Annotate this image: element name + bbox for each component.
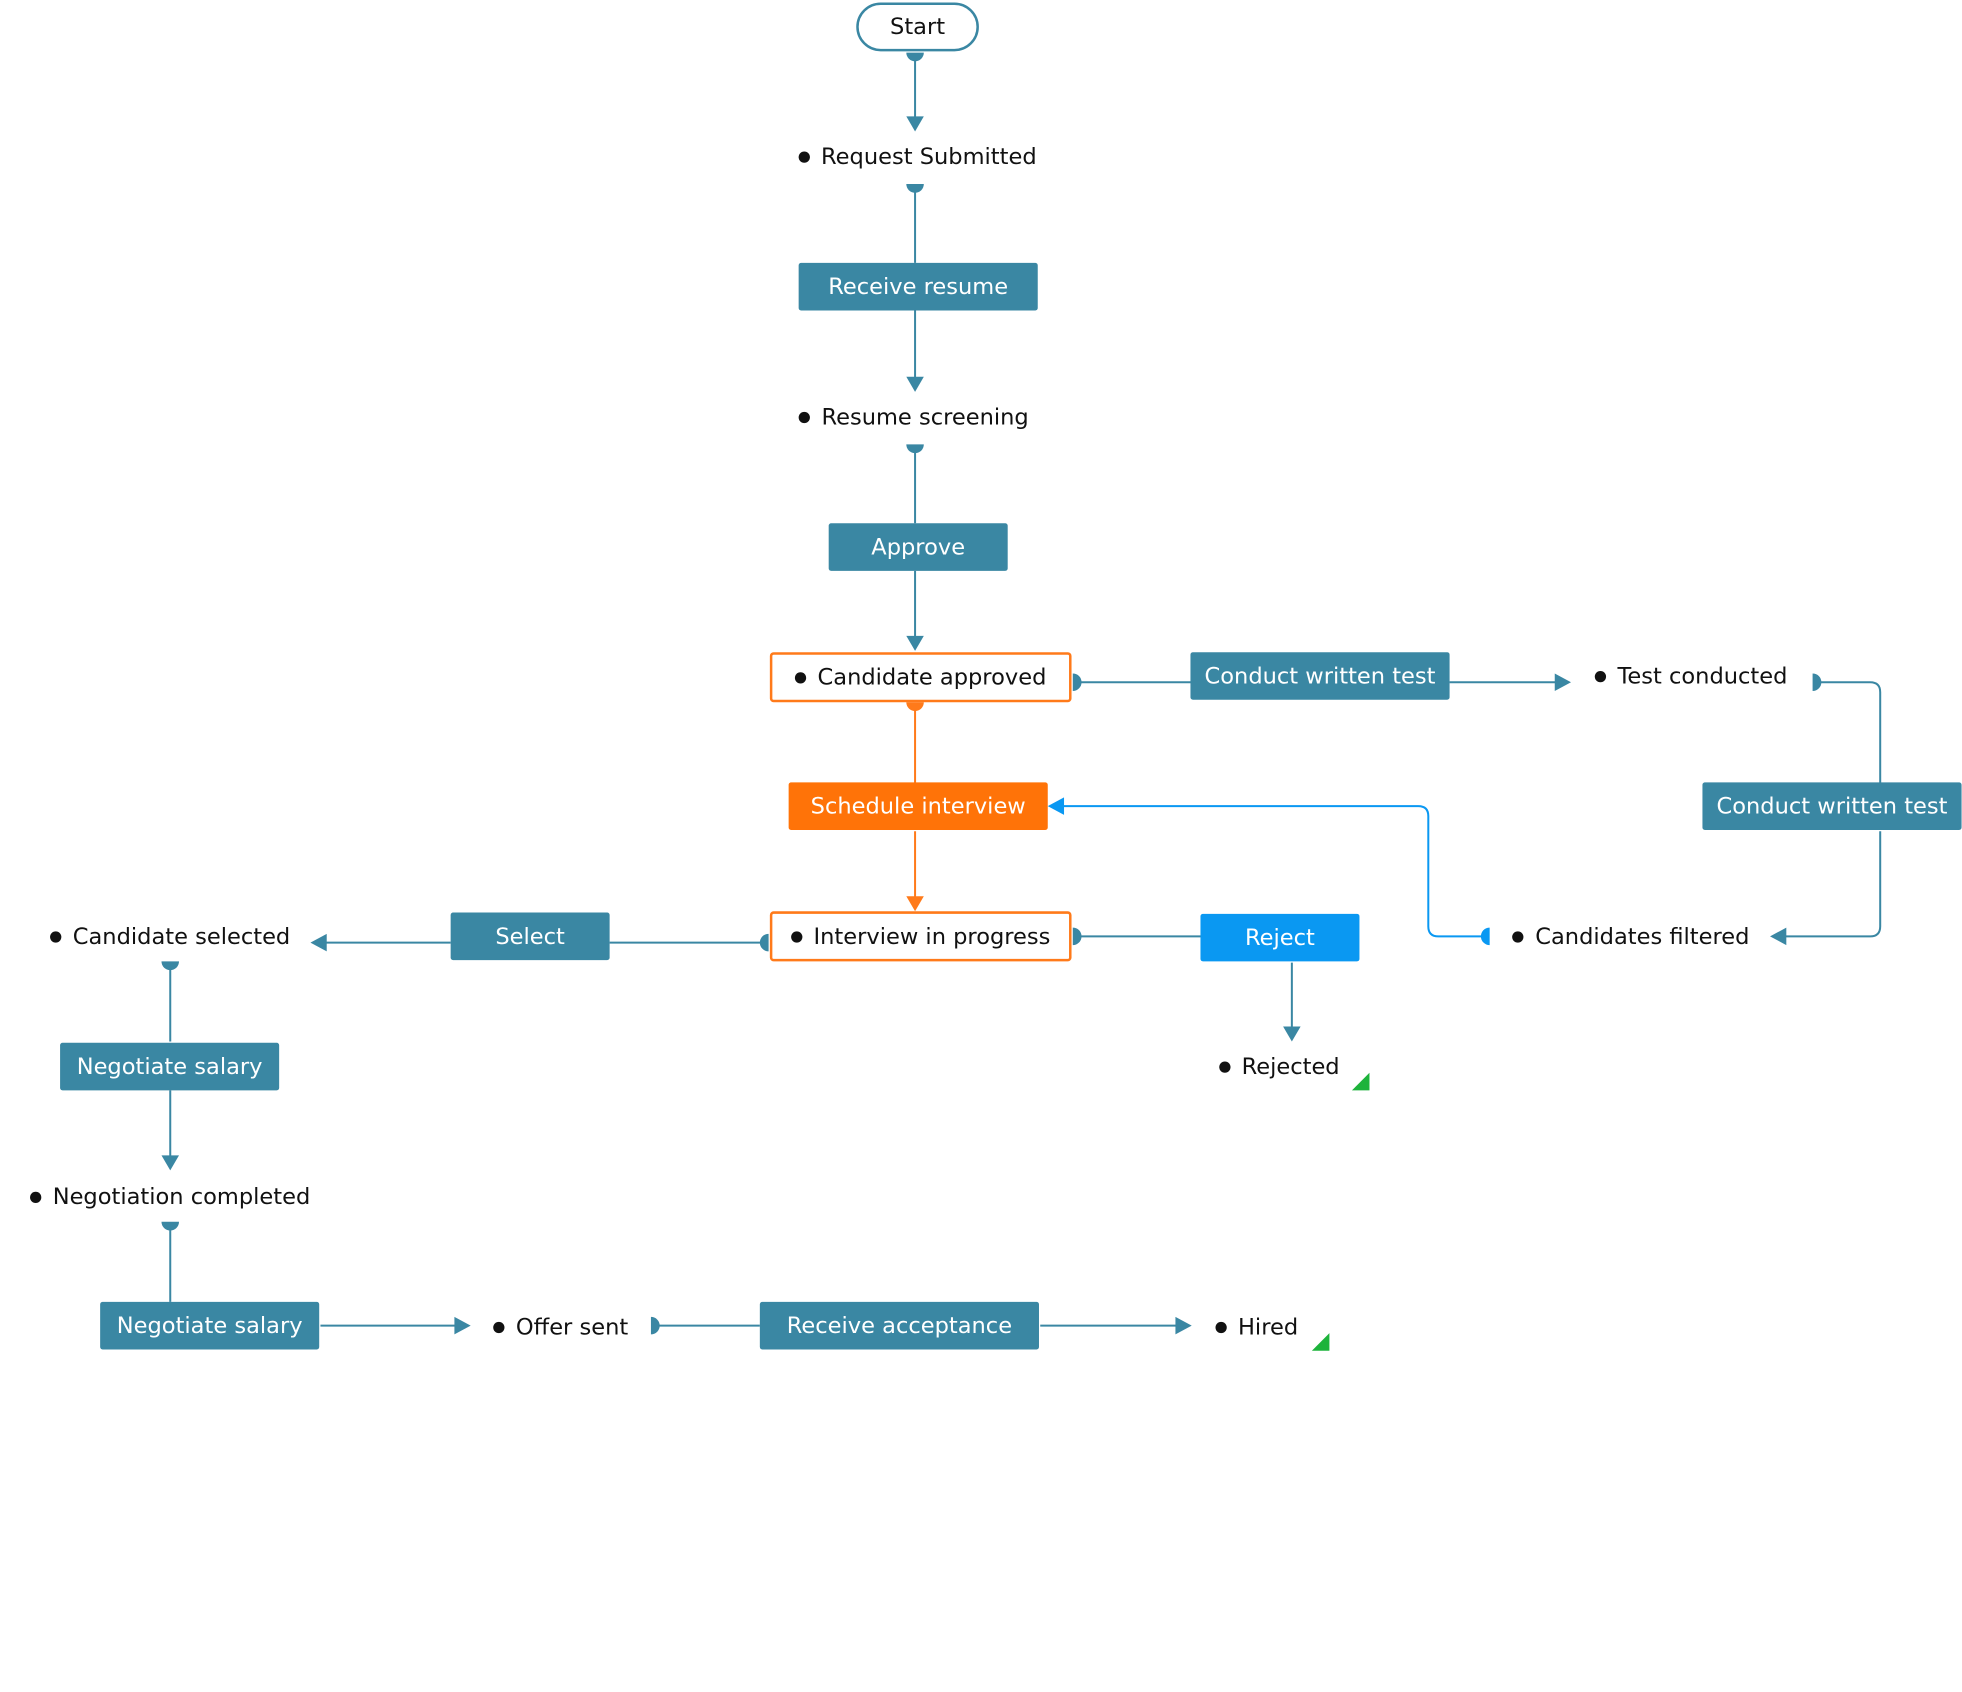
state-offer-sent[interactable]: Offer sent — [486, 1308, 636, 1346]
state-candidate-approved[interactable]: Candidate approved — [769, 652, 1072, 703]
state-dot-icon — [493, 1321, 505, 1333]
action-label: Approve — [871, 533, 966, 561]
state-request-submitted[interactable]: Request Submitted — [795, 138, 1040, 176]
action-label: Negotiate salary — [116, 1312, 303, 1339]
action-label: Reject — [1245, 924, 1315, 951]
state-dot-icon — [1219, 1060, 1231, 1073]
action-label: Select — [495, 923, 565, 950]
action-conduct-written-test-loop[interactable]: Conduct written test — [1702, 782, 1962, 830]
state-label: Test conducted — [1617, 662, 1788, 690]
state-label: Candidate approved — [817, 664, 1047, 691]
state-label: Candidate selected — [72, 923, 291, 950]
state-interview-in-progress[interactable]: Interview in progress — [769, 911, 1072, 962]
final-state-marker-icon — [1351, 1072, 1370, 1091]
state-dot-icon — [790, 930, 803, 942]
state-candidate-selected[interactable]: Candidate selected — [45, 918, 295, 956]
state-label: Interview in progress — [813, 923, 1051, 950]
state-label: Rejected — [1241, 1053, 1340, 1080]
action-negotiate-salary-final[interactable]: Negotiate salary — [100, 1301, 320, 1350]
state-test-conducted[interactable]: Test conducted — [1587, 657, 1795, 695]
state-dot-icon — [1215, 1321, 1227, 1333]
state-label: Resume screening — [821, 403, 1029, 430]
state-resume-screening[interactable]: Resume screening — [795, 398, 1033, 436]
action-select[interactable]: Select — [450, 912, 610, 961]
transition-lines — [161, 52, 1882, 1335]
state-dot-icon — [795, 671, 807, 683]
state-label: Negotiation completed — [52, 1183, 311, 1210]
state-dot-icon — [50, 930, 62, 942]
state-negotiation-completed[interactable]: Negotiation completed — [25, 1178, 315, 1216]
state-dot-icon — [1594, 670, 1607, 682]
action-schedule-interview[interactable]: Schedule interview — [788, 782, 1048, 830]
state-hired[interactable]: Hired — [1204, 1308, 1309, 1346]
state-rejected[interactable]: Rejected — [1209, 1048, 1349, 1086]
action-approve[interactable]: Approve — [828, 523, 1008, 571]
final-state-marker-icon — [1311, 1333, 1330, 1351]
state-dot-icon — [798, 150, 810, 163]
action-negotiate-salary[interactable]: Negotiate salary — [60, 1042, 280, 1091]
action-conduct-written-test[interactable]: Conduct written test — [1190, 652, 1450, 700]
state-candidates-filtered[interactable]: Candidates filtered — [1507, 918, 1755, 956]
state-label: Request Submitted — [821, 143, 1037, 170]
state-dot-icon — [30, 1191, 42, 1203]
action-label: Receive acceptance — [786, 1312, 1013, 1339]
state-label: Offer sent — [515, 1313, 629, 1341]
state-label: Hired — [1237, 1313, 1299, 1341]
state-dot-icon — [1512, 930, 1524, 942]
action-receive-resume[interactable]: Receive resume — [798, 262, 1038, 311]
state-dot-icon — [798, 411, 811, 423]
action-reject[interactable]: Reject — [1200, 913, 1360, 962]
start-label: Start — [890, 13, 946, 41]
action-label: Conduct written test — [1716, 793, 1948, 820]
start-node[interactable]: Start — [856, 2, 979, 52]
action-label: Receive resume — [828, 273, 1009, 300]
action-label: Negotiate salary — [76, 1053, 263, 1080]
state-label: Candidates filtered — [1535, 923, 1750, 950]
action-label: Conduct written test — [1204, 662, 1436, 690]
action-receive-acceptance[interactable]: Receive acceptance — [759, 1301, 1039, 1350]
action-label: Schedule interview — [810, 793, 1026, 820]
